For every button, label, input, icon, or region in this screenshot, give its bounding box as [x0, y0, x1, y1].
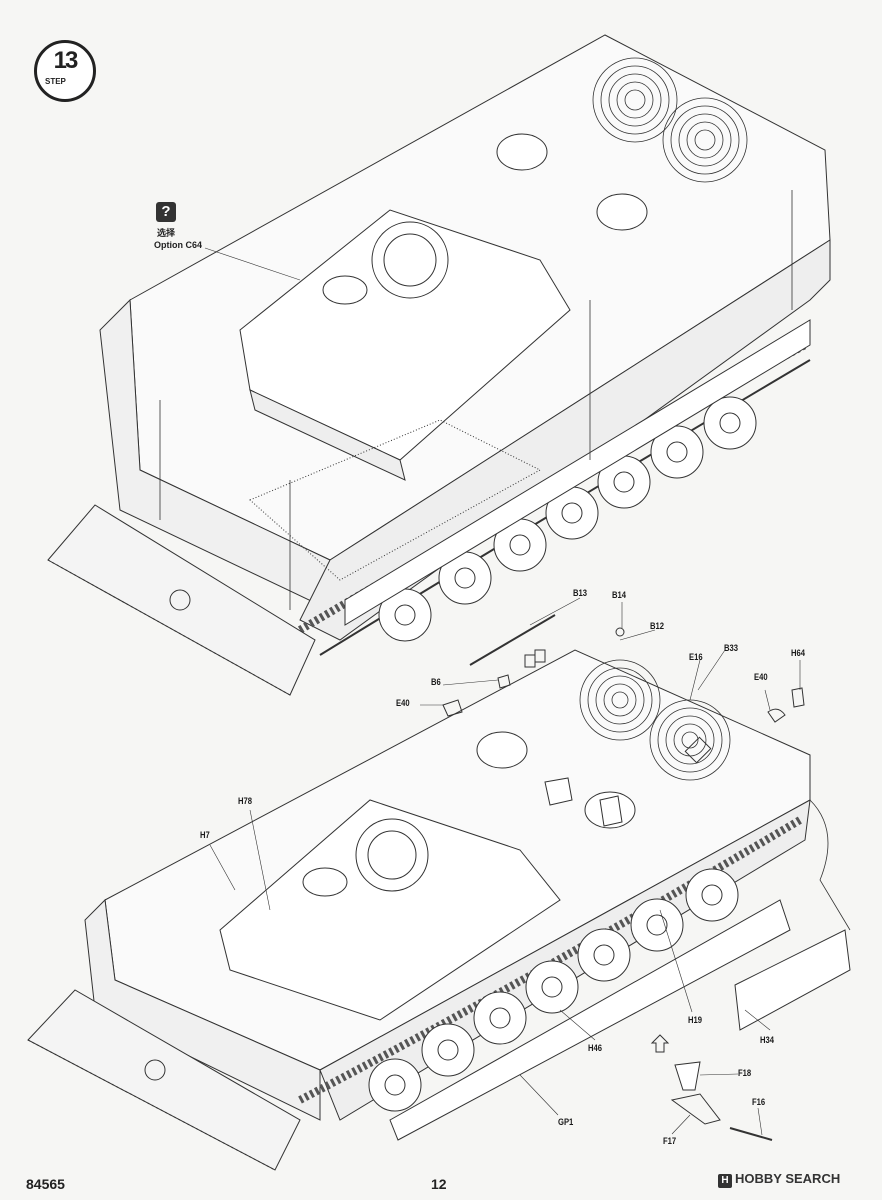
- part-label-e16: E16: [689, 652, 703, 662]
- part-label-h19: H19: [688, 1015, 703, 1025]
- part-label-b14: B14: [612, 590, 627, 600]
- part-label-b13: B13: [573, 588, 588, 598]
- part-label-h7: H7: [200, 830, 210, 840]
- part-label-h34: H34: [760, 1035, 775, 1045]
- part-label-b12: B12: [650, 621, 665, 631]
- step-number: 13: [53, 47, 79, 74]
- upper-vehicle-drawing: [47, 34, 831, 696]
- step-badge: 13 STEP: [34, 40, 96, 102]
- part-label-h78: H78: [238, 796, 253, 806]
- part-label-h64: H64: [791, 648, 806, 658]
- option-question-icon: ?: [156, 202, 176, 222]
- part-label-b6: B6: [431, 677, 441, 687]
- part-label-e40-right: E40: [754, 672, 768, 682]
- part-label-b33: B33: [724, 643, 739, 653]
- part-label-f16: F16: [752, 1097, 766, 1107]
- part-label-f17: F17: [663, 1136, 677, 1146]
- part-label-e40-left: E40: [396, 698, 410, 708]
- part-label-h46: H46: [588, 1043, 603, 1053]
- watermark-logo-icon: H: [718, 1174, 732, 1188]
- step-word: STEP: [45, 77, 66, 86]
- watermark-text: HOBBY SEARCH: [735, 1171, 841, 1186]
- kit-number: 84565: [26, 1176, 65, 1192]
- option-label: Option C64: [154, 240, 203, 250]
- part-label-gp1: GP1: [558, 1117, 574, 1127]
- lower-vehicle-drawing: [27, 247, 851, 1171]
- option-chinese-label: 选择: [157, 228, 176, 238]
- part-label-f18: F18: [738, 1068, 752, 1078]
- page-number: 12: [431, 1176, 447, 1192]
